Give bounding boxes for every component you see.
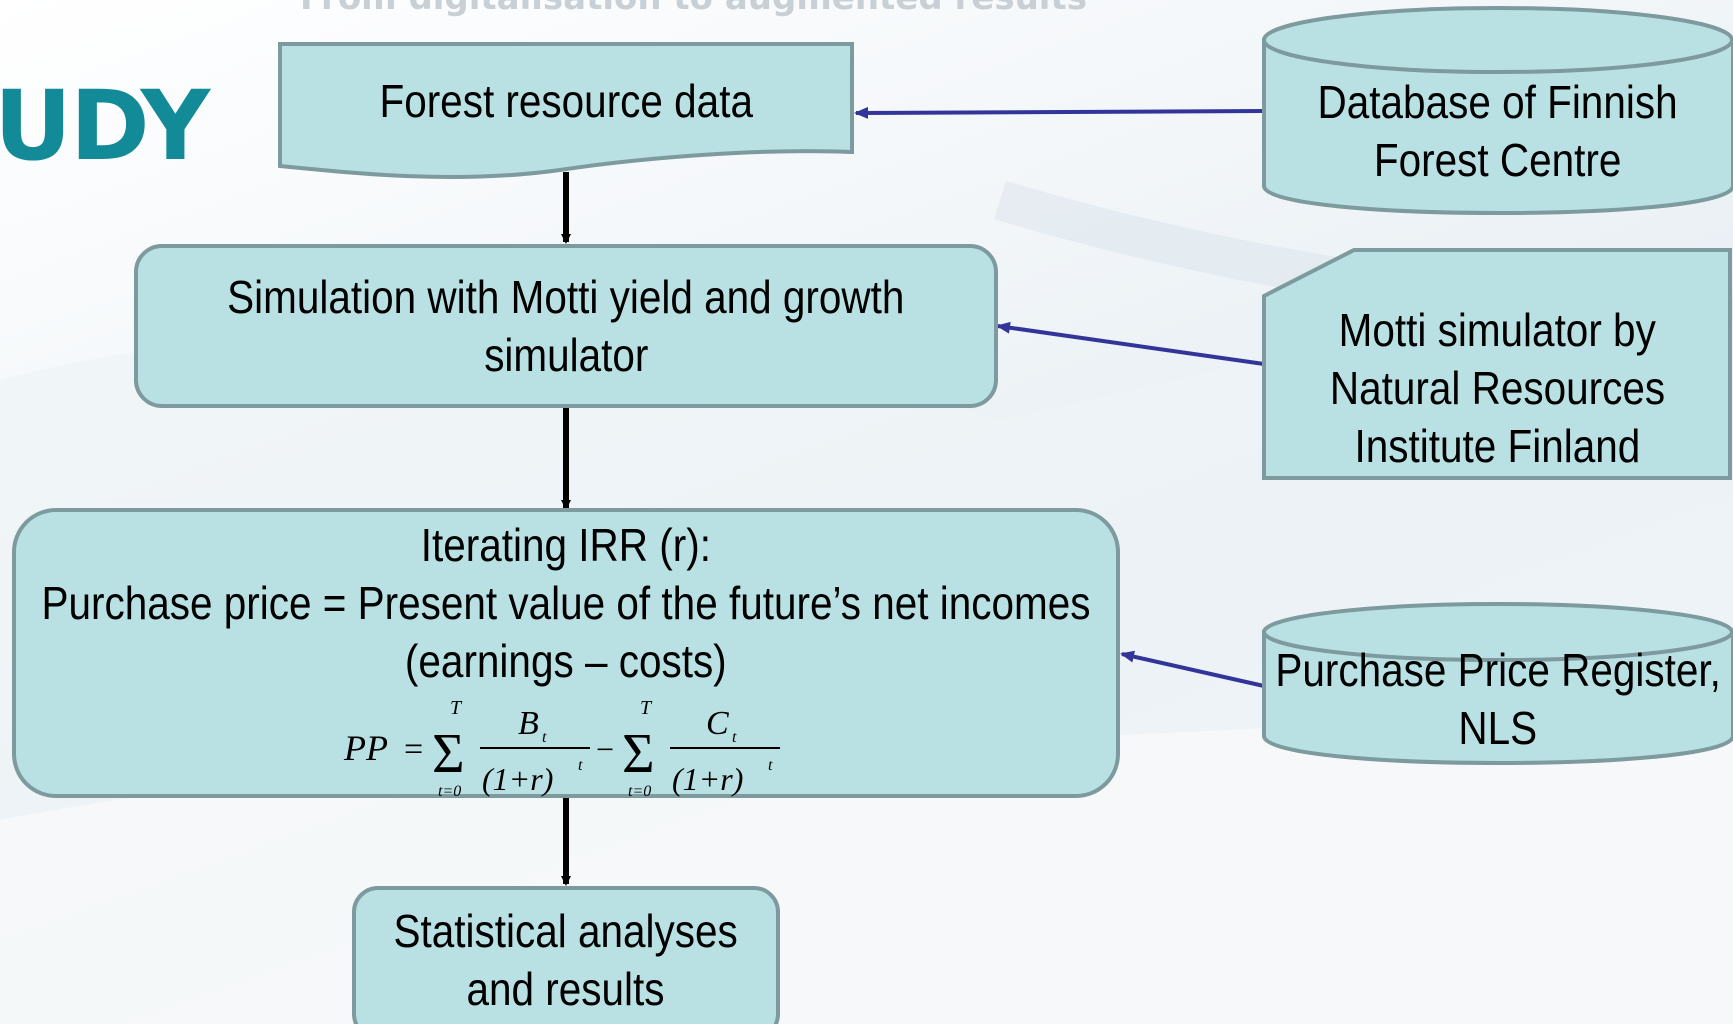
- irr-formula: PP = T Σ t=0 B t (1+r) t − T Σ t=0 C t (…: [343, 697, 780, 800]
- sigma-1: Σ: [432, 723, 465, 785]
- denominator-1: (1+r): [482, 761, 553, 797]
- purchase-price-register-node: [1262, 602, 1733, 765]
- denominator-2: (1+r): [672, 761, 743, 797]
- purchase-price-register-label: Purchase Price Register, NLS: [1275, 644, 1721, 754]
- motti-simulator-node: [1262, 248, 1732, 480]
- exponent-2: t: [768, 757, 773, 774]
- input-arrow-purchase-register: [1120, 650, 1265, 688]
- results-label: Statistical analyses and results: [393, 905, 739, 1015]
- finnish-forest-centre-label: Database of Finnish Forest Centre: [1317, 76, 1679, 186]
- numerator-1-sub: t: [542, 729, 547, 746]
- formula-lhs: PP: [343, 728, 388, 768]
- finnish-forest-centre-node: [1262, 6, 1733, 215]
- input-arrow-forest-centre: [854, 106, 1265, 119]
- results-node: [352, 886, 780, 1024]
- sum-upper-2: T: [640, 697, 653, 719]
- irr-node: [12, 508, 1120, 798]
- motti-simulator-label: Motti simulator by Natural Resources Ins…: [1329, 304, 1665, 472]
- formula-equals: =: [404, 731, 423, 768]
- sigma-2: Σ: [622, 723, 655, 785]
- formula-minus: −: [596, 731, 614, 767]
- input-arrow-motti: [996, 321, 1265, 366]
- numerator-2: C: [706, 705, 729, 742]
- slide-heading: UDY: [0, 70, 210, 182]
- exponent-1: t: [578, 757, 583, 774]
- sum-upper-1: T: [450, 697, 463, 719]
- forest-resource-data-node: [278, 42, 854, 179]
- sum-lower-1: t=0: [438, 783, 461, 800]
- simulation-label: Simulation with Motti yield and growth s…: [227, 271, 905, 381]
- sum-lower-2: t=0: [628, 783, 651, 800]
- slide-tagline: From digitalisation to augmented results: [300, 0, 1087, 18]
- forest-resource-data-label: Forest resource data: [379, 75, 753, 127]
- numerator-1: B: [518, 705, 539, 742]
- irr-label: Iterating IRR (r): Purchase price = Pres…: [41, 519, 1091, 687]
- simulation-node: [134, 244, 998, 408]
- numerator-2-sub: t: [732, 729, 737, 746]
